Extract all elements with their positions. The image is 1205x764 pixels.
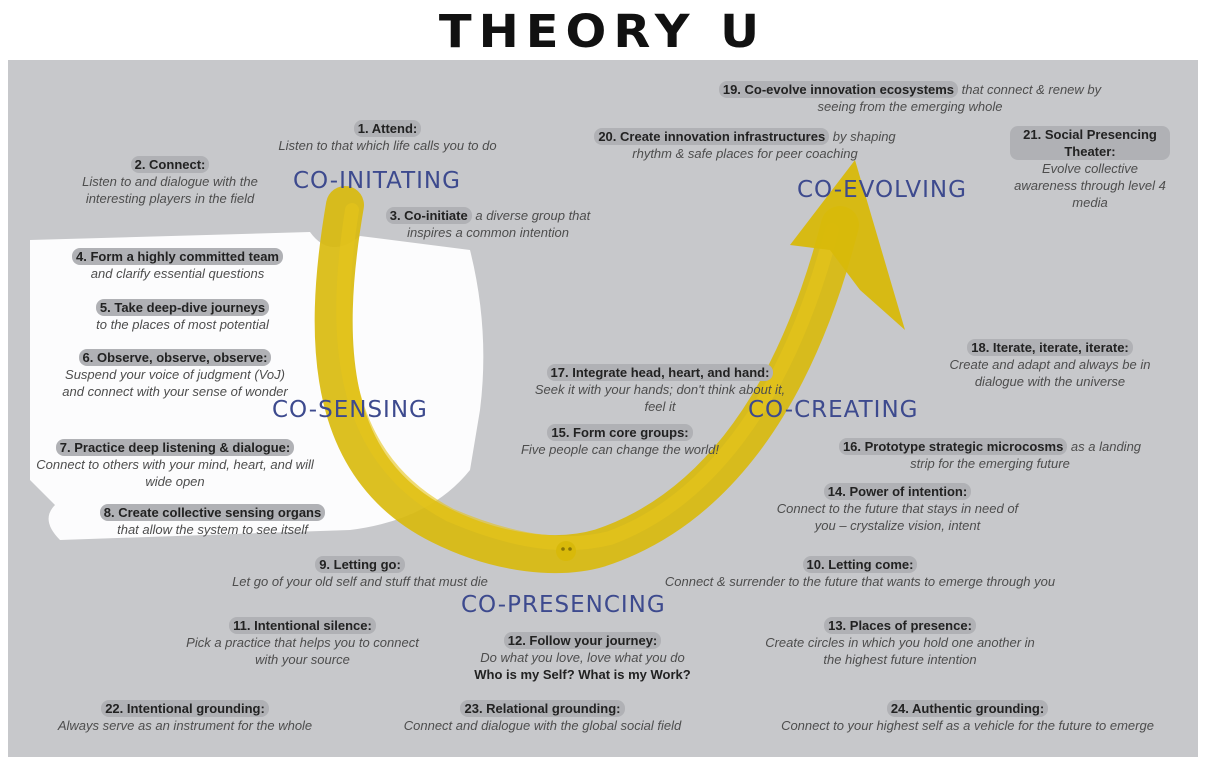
step-23-relational-grounding: 23. Relational grounding: Connect and di… [375, 700, 710, 734]
step-12-heading: 12. Follow your journey: [503, 632, 662, 649]
step-7-deep-listening: 7. Practice deep listening & dialogue: C… [35, 439, 315, 490]
step-16-heading: 16. Prototype strategic microcosms [838, 438, 1068, 455]
step-17-heading: 17. Integrate head, heart, and hand: [546, 364, 774, 381]
step-18-iterate: 18. Iterate, iterate, iterate: Create an… [925, 339, 1175, 390]
step-10-desc: Connect & surrender to the future that w… [664, 574, 1056, 589]
step-17-integrate: 17. Integrate head, heart, and hand: See… [525, 364, 795, 415]
step-15-core-groups: 15. Form core groups: Five people can ch… [500, 424, 740, 458]
step-5-desc: to the places of most potential [96, 317, 269, 332]
step-2-connect: 2. Connect: Listen to and dialogue with … [55, 156, 285, 207]
step-5-heading: 5. Take deep-dive journeys [95, 299, 270, 316]
step-20-innovation-infrastructures: 20. Create innovation infrastructures by… [580, 128, 910, 162]
step-9-heading: 9. Letting go: [315, 556, 405, 573]
phase-co-creating: CO-CREATING [748, 397, 919, 423]
step-20-heading: 20. Create innovation infrastructures [594, 128, 830, 145]
step-22-heading: 22. Intentional grounding: [101, 700, 269, 717]
step-16-prototype: 16. Prototype strategic microcosms as a … [835, 438, 1145, 472]
step-6-observe: 6. Observe, observe, observe: Suspend yo… [55, 349, 295, 400]
step-11-desc: Pick a practice that helps you to connec… [186, 635, 419, 667]
step-24-authentic-grounding: 24. Authentic grounding: Connect to your… [745, 700, 1190, 734]
step-23-heading: 23. Relational grounding: [460, 700, 625, 717]
step-1-desc: Listen to that which life calls you to d… [278, 138, 497, 153]
step-9-desc: Let go of your old self and stuff that m… [232, 574, 488, 589]
step-7-desc: Connect to others with your mind, heart,… [36, 457, 314, 489]
step-22-intentional-grounding: 22. Intentional grounding: Always serve … [30, 700, 340, 734]
step-4-heading: 4. Form a highly committed team [72, 248, 283, 265]
step-4-committed-team: 4. Form a highly committed team and clar… [55, 248, 300, 282]
step-14-power-of-intention: 14. Power of intention: Connect to the f… [765, 483, 1030, 534]
step-24-desc: Connect to your highest self as a vehicl… [781, 718, 1154, 733]
phase-co-presencing: CO-PRESENCING [461, 592, 666, 618]
presencing-center-dot [556, 541, 576, 561]
step-4-desc: and clarify essential questions [90, 266, 265, 281]
step-11-intentional-silence: 11. Intentional silence: Pick a practice… [185, 617, 420, 668]
step-18-desc: Create and adapt and always be in dialog… [949, 357, 1151, 389]
step-12-desc: Do what you love, love what you do [480, 650, 685, 665]
step-19-desc: that connect & renew by seeing from the … [817, 82, 1102, 114]
step-6-heading: 6. Observe, observe, observe: [78, 349, 272, 366]
step-5-deep-dive: 5. Take deep-dive journeys to the places… [65, 299, 300, 333]
step-19-heading: 19. Co-evolve innovation ecosystems [718, 81, 959, 98]
step-14-heading: 14. Power of intention: [823, 483, 972, 500]
phase-co-initiating: CO-INITATING [293, 168, 461, 194]
step-16-desc: as a landing strip for the emerging futu… [910, 439, 1142, 471]
diagram-title: THEORY U [438, 5, 767, 59]
step-11-heading: 11. Intentional silence: [229, 617, 376, 634]
step-20-desc: by shaping rhythm & safe places for peer… [632, 129, 896, 161]
phase-co-sensing: CO-SENSING [272, 397, 428, 423]
step-24-heading: 24. Authentic grounding: [886, 700, 1049, 717]
step-6-desc: Suspend your voice of judgment (VoJ) and… [62, 367, 288, 399]
step-21-heading: 21. Social Presencing Theater: [1010, 126, 1170, 160]
step-22-desc: Always serve as an instrument for the wh… [57, 718, 313, 733]
step-3-desc: a diverse group that inspires a common i… [407, 208, 591, 240]
step-10-heading: 10. Letting come: [802, 556, 918, 573]
step-10-letting-come: 10. Letting come: Connect & surrender to… [625, 556, 1095, 590]
step-8-sensing-organs: 8. Create collective sensing organs that… [80, 504, 345, 538]
step-2-desc: Listen to and dialogue with the interest… [82, 174, 258, 206]
step-15-heading: 15. Form core groups: [547, 424, 693, 441]
step-21-desc: Evolve collective awareness through leve… [1014, 161, 1166, 210]
step-12-question: Who is my Self? What is my Work? [474, 667, 691, 682]
step-18-heading: 18. Iterate, iterate, iterate: [967, 339, 1133, 356]
step-14-desc: Connect to the future that stays in need… [776, 501, 1019, 533]
step-19-co-evolve: 19. Co-evolve innovation ecosystems that… [715, 81, 1105, 115]
step-13-places-of-presence: 13. Places of presence: Create circles i… [765, 617, 1035, 668]
step-13-heading: 13. Places of presence: [824, 617, 976, 634]
step-23-desc: Connect and dialogue with the global soc… [403, 718, 682, 733]
step-21-social-presencing: 21. Social Presencing Theater: Evolve co… [1010, 126, 1170, 211]
step-2-heading: 2. Connect: [130, 156, 210, 173]
step-9-letting-go: 9. Letting go: Let go of your old self a… [195, 556, 525, 590]
step-1-heading: 1. Attend: [353, 120, 422, 137]
u-arrowhead [790, 160, 905, 330]
step-7-heading: 7. Practice deep listening & dialogue: [55, 439, 295, 456]
step-8-heading: 8. Create collective sensing organs [99, 504, 326, 521]
step-8-desc: that allow the system to see itself [117, 522, 308, 537]
step-3-heading: 3. Co-initiate [385, 207, 472, 224]
u-arrow-stroke-inner [336, 203, 839, 551]
step-1-attend: 1. Attend: Listen to that which life cal… [250, 120, 525, 154]
step-13-desc: Create circles in which you hold one ano… [765, 635, 1035, 667]
step-15-desc: Five people can change the world! [520, 442, 719, 457]
step-3-co-initiate: 3. Co-initiate a diverse group that insp… [368, 207, 608, 241]
step-12-follow-journey: 12. Follow your journey: Do what you lov… [445, 632, 720, 683]
phase-co-evolving: CO-EVOLVING [797, 177, 967, 203]
step-17-desc: Seek it with your hands; don't think abo… [534, 382, 786, 414]
